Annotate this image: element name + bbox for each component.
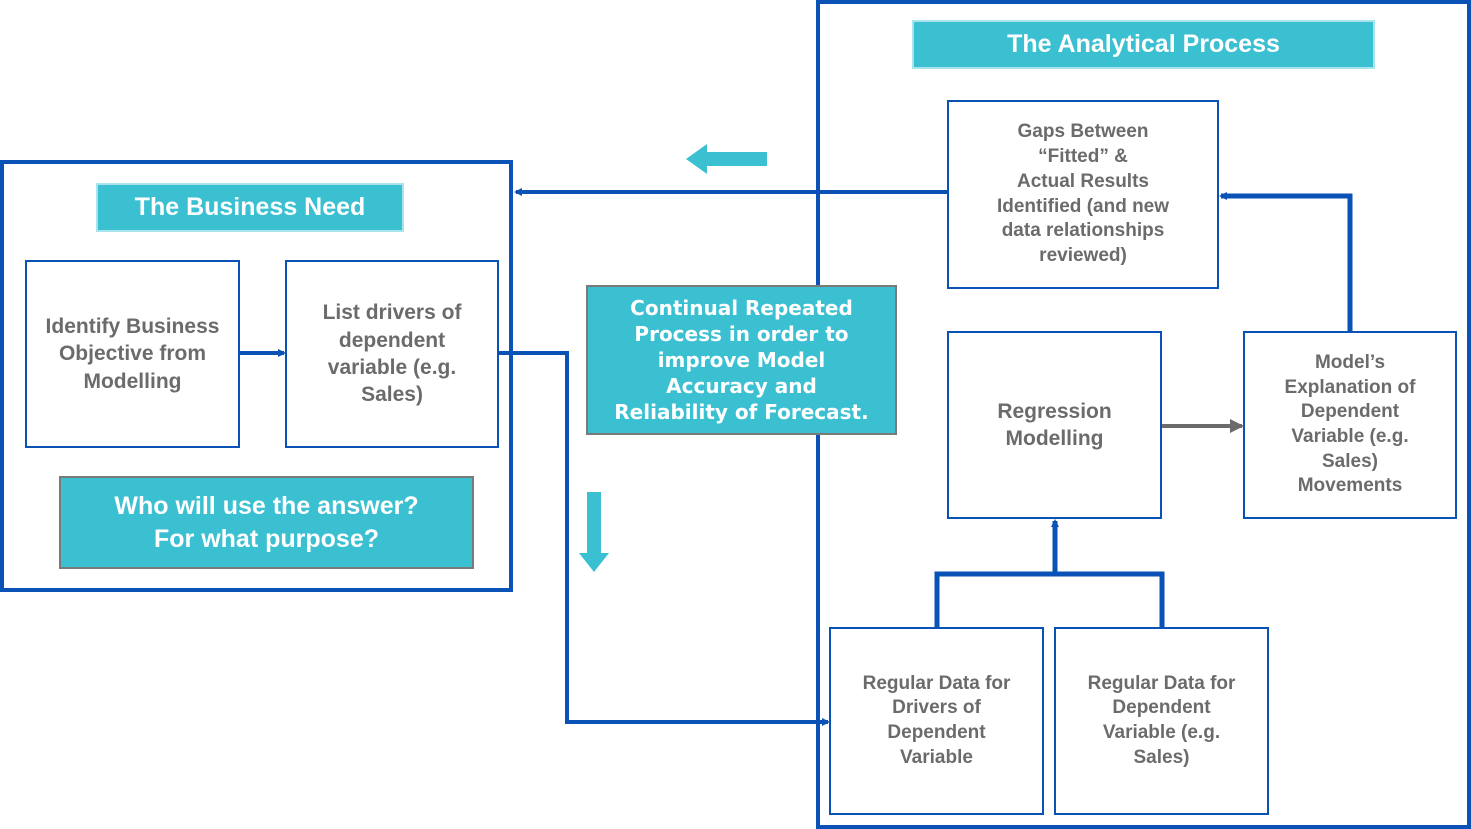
arrow-left-icon [686,144,767,174]
continual-process-callout: Continual Repeated Process in order to i… [586,285,897,435]
gaps-box[interactable]: Gaps Between “Fitted” & Actual Results I… [947,100,1219,289]
list-drivers-text: List drivers of dependent variable (e.g.… [322,301,462,407]
regression-modelling-box[interactable]: Regression Modelling [947,331,1162,519]
identify-objective-text: Identify Business Objective from Modelli… [45,315,220,393]
model-explanation-box[interactable]: Model’s Explanation of Dependent Variabl… [1243,331,1457,519]
model-explanation-text: Model’s Explanation of Dependent Variabl… [1284,351,1416,497]
identify-objective-box[interactable]: Identify Business Objective from Modelli… [25,260,240,448]
regression-modelling-text: Regression Modelling [997,399,1112,450]
gaps-text: Gaps Between “Fitted” & Actual Results I… [996,121,1170,266]
data-drivers-text: Regular Data for Drivers of Dependent Va… [862,672,1011,768]
data-dependent-box[interactable]: Regular Data for Dependent Variable (e.g… [1054,627,1269,815]
analytical-process-title: The Analytical Process [912,20,1375,69]
business-need-title: The Business Need [96,183,404,232]
arrow-down-icon [579,492,609,572]
list-drivers-box[interactable]: List drivers of dependent variable (e.g.… [285,260,499,448]
data-dependent-text: Regular Data for Dependent Variable (e.g… [1087,672,1236,768]
data-drivers-box[interactable]: Regular Data for Drivers of Dependent Va… [829,627,1044,815]
question-callout: Who will use the answer? For what purpos… [59,476,474,569]
